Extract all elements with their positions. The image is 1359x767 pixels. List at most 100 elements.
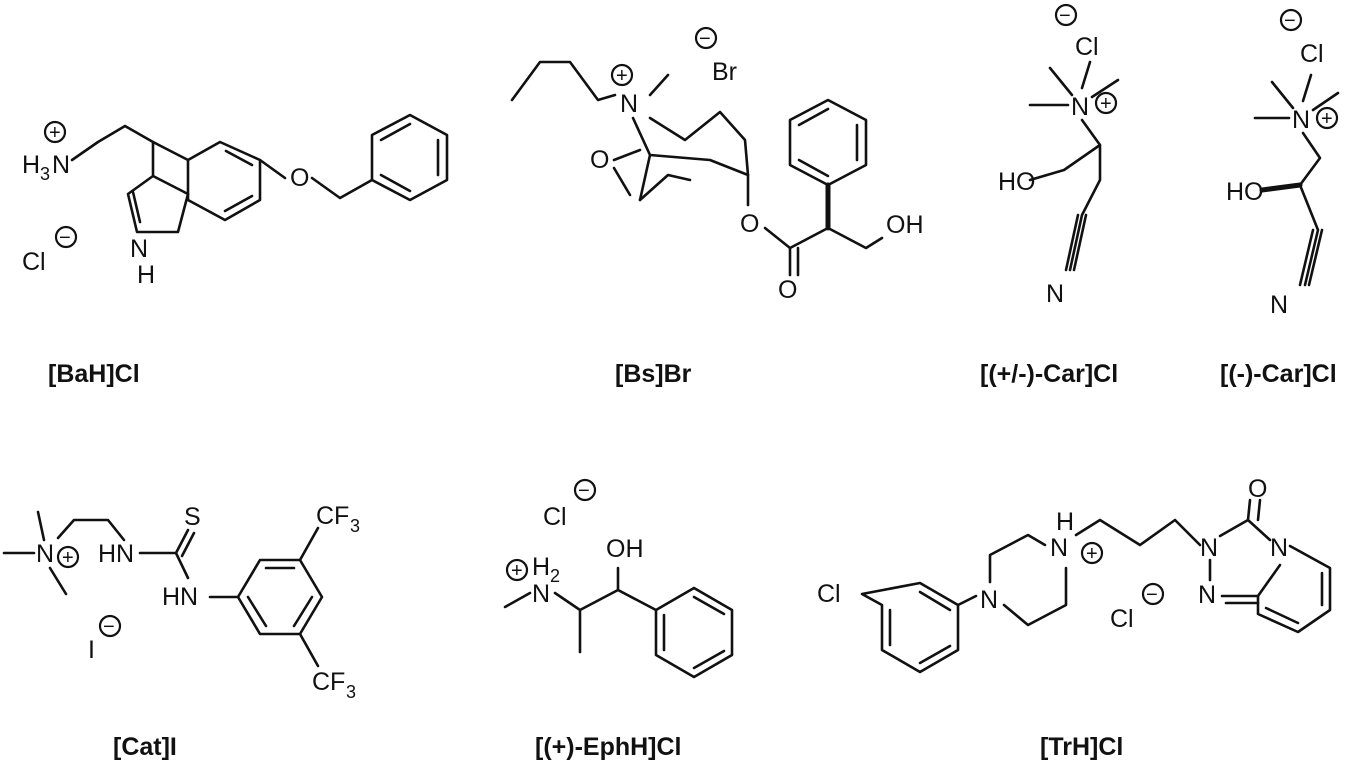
atom-o: O <box>1248 475 1267 503</box>
minus-sign: − <box>578 480 590 502</box>
compound-label: [(+/-)-Car]Cl <box>980 360 1118 388</box>
atom-cl: Cl <box>1110 605 1134 633</box>
plus-sign: + <box>1321 108 1333 130</box>
bond-double <box>797 107 859 178</box>
plus-charge <box>1094 91 1118 115</box>
minus-sign: − <box>1146 584 1158 606</box>
bond-double <box>1264 571 1324 625</box>
minus-sign: − <box>1284 10 1296 32</box>
minus-charge <box>1054 3 1078 27</box>
subscript-3: 3 <box>350 516 360 536</box>
plus-sign: + <box>62 547 74 569</box>
bond <box>298 526 320 668</box>
bond-imine <box>1220 563 1282 605</box>
bond-cage <box>638 173 692 202</box>
atom-n: N <box>130 235 148 263</box>
atom-o: O <box>290 164 309 192</box>
bond-cage <box>631 110 750 202</box>
bond-benzo <box>186 140 262 222</box>
bond <box>174 551 190 580</box>
bond <box>258 158 287 180</box>
atom-oh: OH <box>886 211 924 239</box>
atom-cl: Cl <box>817 580 841 608</box>
bond-methyls <box>1028 60 1120 107</box>
atom-n: N <box>1292 106 1310 134</box>
bond-methyls <box>1253 73 1340 120</box>
minus-sign: − <box>1059 5 1071 27</box>
plus-charge <box>505 558 529 582</box>
plus-charge <box>56 545 80 569</box>
atom-n: N <box>1071 93 1089 121</box>
atom-cl: Cl <box>22 248 46 276</box>
atom-cl: Cl <box>543 503 567 531</box>
atom-i: I <box>88 636 95 664</box>
plus-sign: + <box>511 560 523 582</box>
compound-label: [BaH]Cl <box>48 360 140 388</box>
bond-double <box>131 190 142 224</box>
atom-n: N <box>1046 280 1064 308</box>
bond-propyl <box>1074 518 1202 547</box>
compound-car-racemic-cl: − Cl N + HO N [(+/-)-Car]Cl <box>980 3 1120 388</box>
atom-cl: Cl <box>1300 40 1324 68</box>
minus-charge <box>54 225 78 249</box>
plus-sign: + <box>49 122 61 144</box>
bond-methyl <box>648 73 670 97</box>
compound-eph-cl: Cl − + H 2 N OH [(+)-EphH]Cl <box>503 478 734 761</box>
plus-charge <box>43 120 67 144</box>
atom-n: N <box>1270 291 1288 319</box>
atom-o: O <box>740 210 759 238</box>
atom-n: N <box>36 540 54 568</box>
compound-cat-i: N + HN S HN CF 3 CF 3 I − [Cat]I <box>2 502 360 761</box>
atom-n: N <box>1050 534 1068 562</box>
atom-h: H <box>1056 508 1074 536</box>
atom-n: N <box>1200 534 1218 562</box>
plus-charge <box>610 63 634 87</box>
bond-chlorophenyl <box>860 581 960 674</box>
plus-sign: + <box>616 65 628 87</box>
subscript-3: 3 <box>346 682 356 702</box>
compound-label: [(-)-Car]Cl <box>1220 360 1337 388</box>
atom-h: H <box>22 151 40 179</box>
bond-triazolone <box>1218 498 1272 542</box>
bond-double <box>888 590 952 665</box>
bond-chain <box>2 510 126 596</box>
minus-sign: − <box>59 227 71 249</box>
atom-h: H <box>532 553 550 581</box>
bond-double <box>246 566 314 628</box>
atom-ho: HO <box>998 168 1036 196</box>
bond <box>310 176 374 200</box>
subscript-3: 3 <box>40 164 50 184</box>
atom-n: N <box>1198 581 1216 609</box>
bond-double <box>224 149 254 167</box>
minus-charge <box>1141 582 1165 606</box>
compound-label: [TrH]Cl <box>1040 733 1123 761</box>
plus-charge <box>1080 541 1104 565</box>
minus-charge <box>573 478 597 502</box>
bond-butyl <box>510 60 617 102</box>
bond-phenyl <box>788 98 868 187</box>
atom-n: N <box>532 580 550 608</box>
atom-cf: CF <box>312 668 345 696</box>
bond-double <box>379 122 440 193</box>
atom-n: N <box>620 90 638 118</box>
atom-o: O <box>778 276 797 304</box>
plus-charge <box>1315 106 1339 130</box>
bond-pyridine <box>1256 544 1332 634</box>
plus-sign: + <box>1086 543 1098 565</box>
bond-carbonyl <box>763 226 800 277</box>
compound-label: [Cat]I <box>113 733 177 761</box>
atom-br: Br <box>712 58 737 86</box>
subscript-2: 2 <box>550 566 560 586</box>
bond-chain <box>788 226 884 250</box>
bond-nitrile <box>1298 228 1324 287</box>
bond-double <box>662 595 726 670</box>
bond-chain <box>1298 131 1322 287</box>
compound-label: [(+)-EphH]Cl <box>535 733 682 761</box>
bond-phenyl <box>654 586 734 679</box>
bond-piperazine <box>988 533 1068 627</box>
minus-sign: − <box>699 28 711 50</box>
atom-ho: HO <box>1226 178 1264 206</box>
bond-chain <box>503 566 658 654</box>
bond-epoxide <box>612 148 642 197</box>
